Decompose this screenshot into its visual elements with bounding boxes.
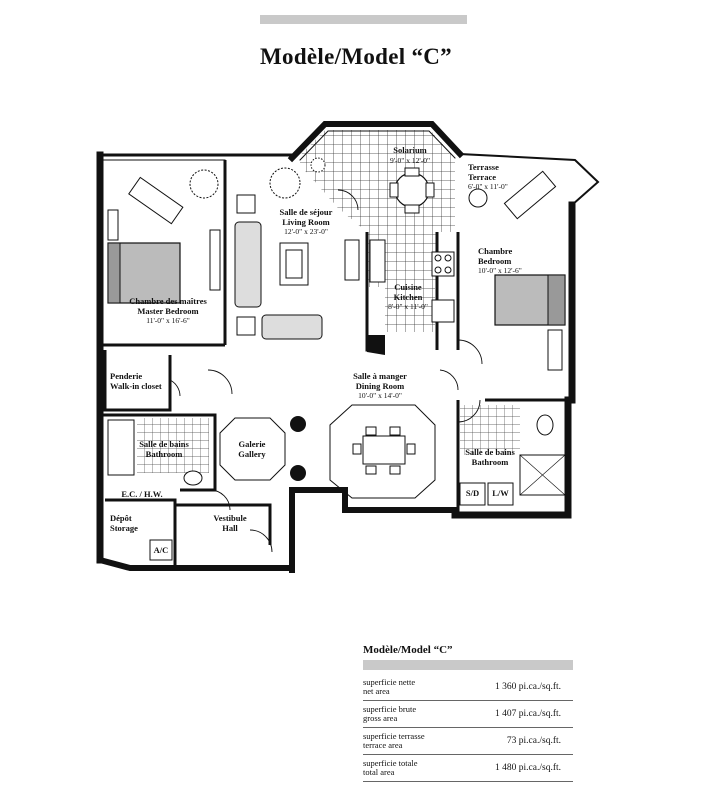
label-sd: S/D [465,488,480,498]
sd-box [459,482,486,506]
wall-storage [105,498,177,568]
terrace-lounge [503,170,557,220]
solarium-table [394,172,430,208]
wall-bottom-dining [289,487,458,573]
bath1-floor [137,418,209,473]
label-lw: L/W [492,488,509,498]
label-bath1: Salle de bains Bathroom [139,439,189,459]
label-bedroom: Chambre Bedroom 10'-0" x 12'-6" [478,246,522,275]
kitchen-counter-corner [367,335,385,355]
lounge-chair-master [128,176,184,225]
label-kitchen: Cuisine Kitchen 8'-0" x 11'-0" [388,282,428,311]
plant-solarium [310,157,326,173]
armchair-living [261,314,323,340]
summary-bar [363,660,573,670]
bath2-floor [460,405,520,455]
label-ac: A/C [153,545,169,555]
ac-box [149,539,173,561]
wall-terrace [458,152,600,207]
wall-closet [103,350,172,412]
sofa-living [234,221,262,308]
bathtub-1 [107,419,135,476]
label-terrace: Terrasse Terrace 6'-0" x 11'-0" [468,162,508,191]
wall-bottom-left [96,556,295,571]
label-gallery: Galerie Gallery [238,439,266,459]
label-solarium: Solarium 9'-0" x 12'-0" [389,145,431,165]
dining-octagon [329,404,436,499]
terrace-chair [468,188,488,208]
row-value: 1 360 pi.ca./sq.ft. [455,674,573,701]
plant-master [189,169,219,199]
label-hall: Vestibule Hall [213,513,247,533]
label-storage: Dépôt Storage [110,513,138,533]
column-top [290,416,306,432]
wall-right-bath [451,396,572,519]
column-bottom [290,465,306,481]
kitchen-floor [385,232,435,332]
label-dining: Salle à manger Dining Room 10'-0" x 14'-… [353,371,407,400]
wall-solarium-inner [299,130,456,161]
label-closet: Penderie Walk-in closet [110,371,162,391]
row-value: 1 480 pi.ca./sq.ft. [455,754,573,782]
gallery-octagon [219,417,286,481]
row-value: 1 407 pi.ca./sq.ft. [455,700,573,728]
wall-hall [175,503,272,545]
header-bar [260,15,467,24]
label-bath2: Salle de bains Bathroom [465,447,515,467]
stove [431,251,455,277]
summary-title: Modèle/Model “C” [363,644,453,656]
label-ec-hw: E.C. / H.W. [121,489,163,499]
dining-table [362,435,406,465]
wall-solarium [287,121,465,163]
plant-living [269,167,301,199]
label-living: Salle de séjour Living Room 12'-0" x 23'… [279,207,333,236]
page-title: Modèle/Model “C” [260,44,452,69]
lw-box [487,482,514,506]
label-master-bedroom: Chambre des maîtres Master Bedroom 11'-0… [129,296,207,325]
row-value: 73 pi.ca./sq.ft. [455,727,573,755]
wall-bath1 [100,413,217,492]
